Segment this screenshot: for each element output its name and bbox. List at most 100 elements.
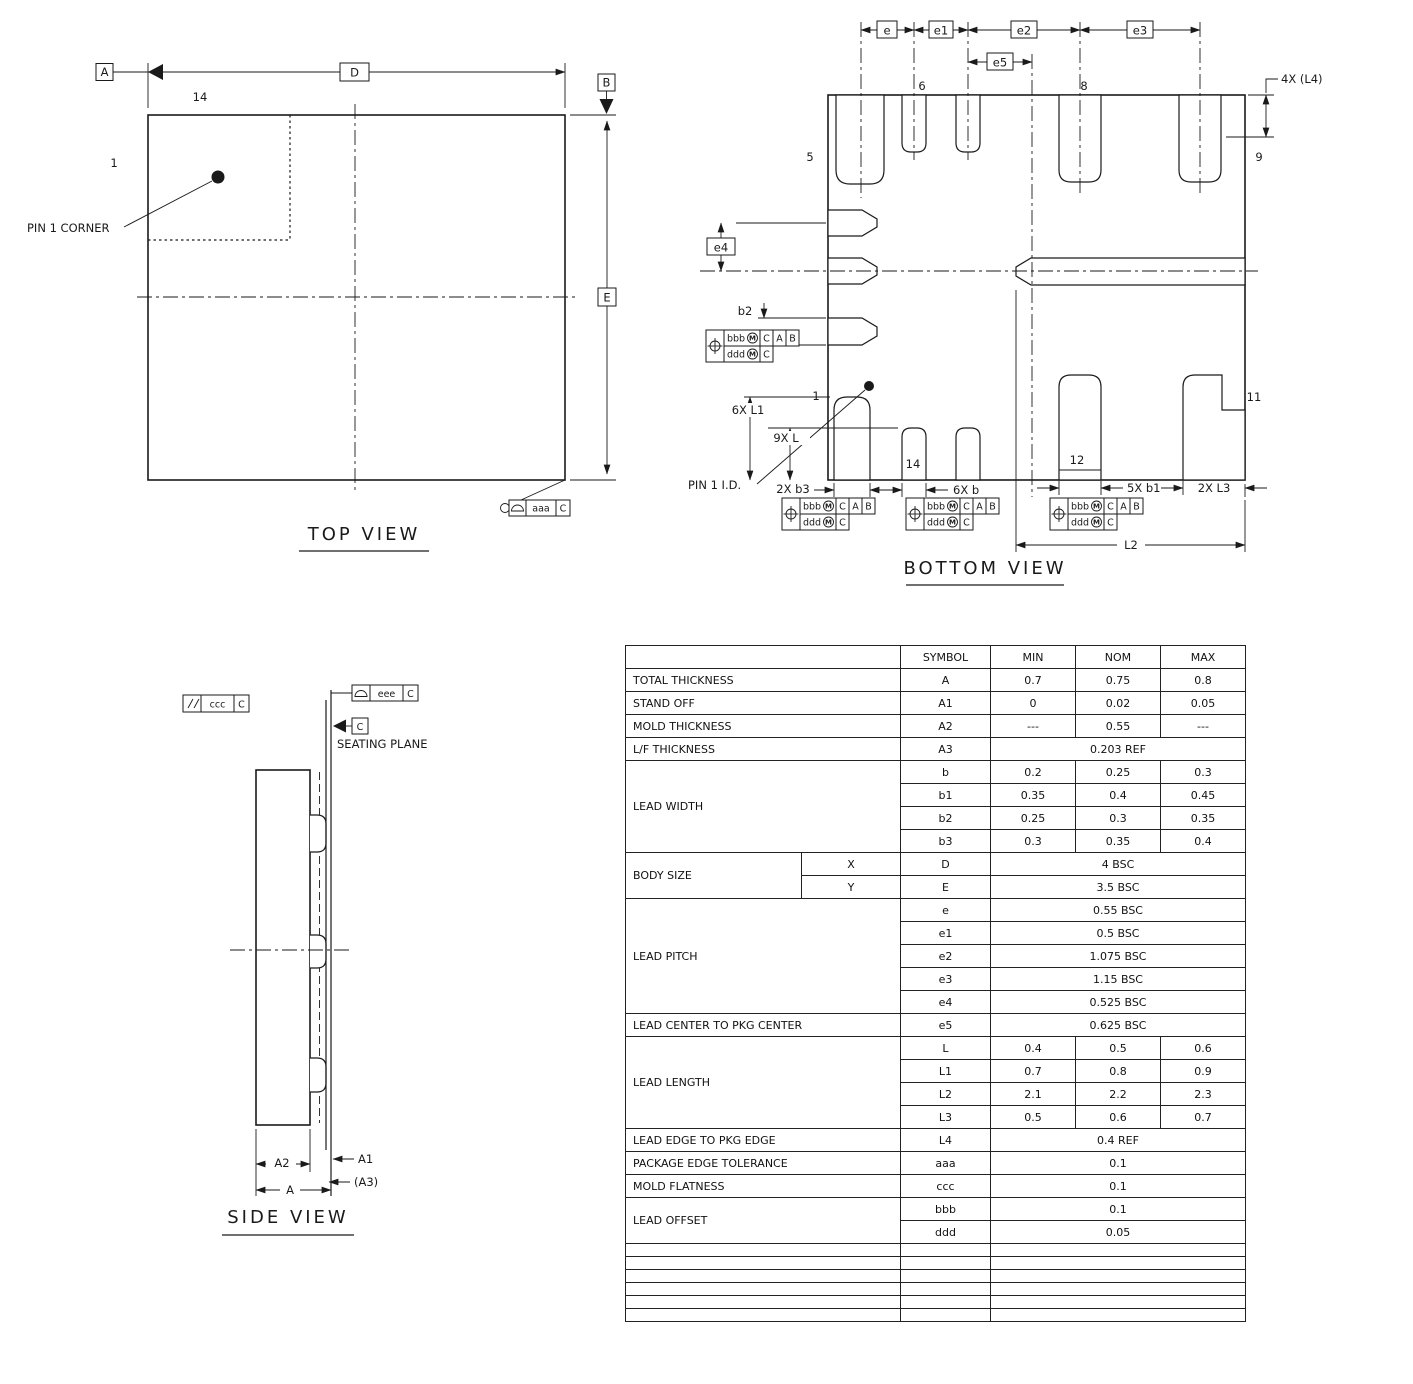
dimension-e2: e2 (967, 20, 1081, 39)
row-label: LEAD PITCH (625, 898, 901, 1014)
fcf-bottom-2 (905, 497, 1000, 531)
side-view: ccc C eee C C SEATING PLANE A2 (182, 684, 427, 1236)
table-row: LEAD WIDTH b 0.2 0.25 0.3 (625, 760, 1246, 853)
header-max: MAX (1160, 645, 1246, 669)
table-row: b2 0.25 0.3 0.35 (626, 806, 1246, 830)
table-row: L2 2.1 2.2 2.3 (626, 1082, 1246, 1106)
row-value: 0.4 REF (990, 1128, 1246, 1152)
row-max: 0.45 (1160, 783, 1246, 807)
row-nom: 0.55 (1075, 714, 1161, 738)
dimension-l2: L2 (1015, 290, 1246, 552)
row-min: 0.3 (990, 829, 1076, 853)
empty-cell (900, 1282, 991, 1296)
row-axis: Y (801, 875, 901, 899)
dimension-table: SYMBOL MIN NOM MAX TOTAL THICKNESS A 0.7… (625, 645, 1246, 1322)
table-row: TOTAL THICKNESS A 0.7 0.75 0.8 (625, 668, 1246, 692)
row-min: 0.4 (990, 1036, 1076, 1060)
fcf-eee-label: eee (378, 689, 396, 700)
row-symbol: e1 (900, 921, 991, 945)
row-min: 0.2 (990, 760, 1076, 784)
leads (827, 94, 1246, 481)
top-view: PIN 1 CORNER 14 1 D A B (27, 62, 617, 552)
pin1-id-label: PIN 1 I.D. (688, 478, 741, 492)
row-value: 1.15 BSC (990, 967, 1246, 991)
row-symbol: e4 (900, 990, 991, 1014)
row-symbol: e3 (900, 967, 991, 991)
row-label: TOTAL THICKNESS (625, 668, 901, 692)
row-max: 0.3 (1160, 760, 1246, 784)
dimension-9x-l: 9X L (762, 427, 898, 481)
row-value: 3.5 BSC (990, 875, 1246, 899)
table-row-blank (625, 1282, 1246, 1296)
row-nom: 0.35 (1075, 829, 1161, 853)
pin1-id-leader (756, 389, 866, 485)
all-around-icon (500, 503, 510, 513)
row-min: 2.1 (990, 1082, 1076, 1106)
lead-pin10 (1015, 257, 1246, 286)
empty-cell (625, 1256, 901, 1270)
row-nom: 0.5 (1075, 1036, 1161, 1060)
pin1-corner-label: PIN 1 CORNER (27, 221, 110, 235)
row-label: STAND OFF (625, 691, 901, 715)
row-value: 0.5 BSC (990, 921, 1246, 945)
row-value: 0.203 REF (990, 737, 1246, 761)
empty-cell (625, 1269, 901, 1283)
datum-a: A (95, 63, 150, 81)
parallelism-icon (187, 698, 200, 709)
pin8-label: 8 (1080, 79, 1087, 93)
dim-6x-b-label: 6X b (953, 483, 979, 497)
empty-cell (990, 1256, 1246, 1270)
row-max: 0.35 (1160, 806, 1246, 830)
row-nom: 0.02 (1075, 691, 1161, 715)
row-label: MOLD FLATNESS (625, 1174, 901, 1198)
table-row: b1 0.35 0.4 0.45 (626, 783, 1246, 807)
header-symbol: SYMBOL (900, 645, 991, 669)
dim-b2-label: b2 (738, 304, 753, 318)
fcf-bottom-3 (1049, 497, 1144, 531)
row-value: 0.525 BSC (990, 990, 1246, 1014)
row-symbol: A1 (900, 691, 991, 715)
dim-d-label: D (350, 66, 359, 80)
row-max: 0.8 (1160, 668, 1246, 692)
lead-pin13 (955, 427, 981, 481)
row-symbol: b2 (900, 806, 991, 830)
lead-pin5 (835, 94, 885, 185)
row-label: LEAD OFFSET (625, 1197, 901, 1244)
row-symbol: b3 (900, 829, 991, 853)
centerlines (700, 22, 1258, 497)
row-nom: 0.75 (1075, 668, 1161, 692)
dim-5x-b1-label: 5X b1 (1127, 481, 1160, 495)
table-row-blank (625, 1256, 1246, 1270)
parallelism-callout: ccc C (182, 694, 250, 713)
dimension-e5: e5 (967, 52, 1033, 71)
dimension-6x-l1: 6X L1 (720, 396, 830, 481)
dim-l4-label: 4X (L4) (1281, 72, 1323, 86)
pin5-label: 5 (806, 150, 813, 164)
table-row: L/F THICKNESS A3 0.203 REF (625, 737, 1246, 761)
side-view-title: SIDE VIEW (227, 1207, 348, 1228)
dim-a-label: A (286, 1183, 294, 1197)
row-min: 0.35 (990, 783, 1076, 807)
lead-pin4 (827, 209, 878, 237)
empty-cell (990, 1282, 1246, 1296)
dimension-a3: (A3) (328, 1175, 378, 1189)
pin14-label: 14 (906, 457, 921, 471)
header-min: MIN (990, 645, 1076, 669)
lead-profiles (310, 814, 327, 1093)
datum-c-arrow (333, 719, 346, 733)
pin14-label: 14 (193, 90, 208, 104)
table-row: e4 0.525 BSC (626, 990, 1246, 1014)
row-symbol: L3 (900, 1105, 991, 1129)
row-label: LEAD CENTER TO PKG CENTER (625, 1013, 901, 1037)
fcf-bottom-1 (781, 497, 876, 531)
empty-cell (990, 1308, 1246, 1322)
row-min: 0.25 (990, 806, 1076, 830)
row-symbol: L4 (900, 1128, 991, 1152)
row-symbol: L1 (900, 1059, 991, 1083)
row-max: --- (1160, 714, 1246, 738)
dimension-a1: A1 (332, 1152, 373, 1166)
pin12-label: 12 (1070, 453, 1085, 467)
row-max: 0.05 (1160, 691, 1246, 715)
empty-cell (625, 1308, 901, 1322)
row-max: 0.9 (1160, 1059, 1246, 1083)
